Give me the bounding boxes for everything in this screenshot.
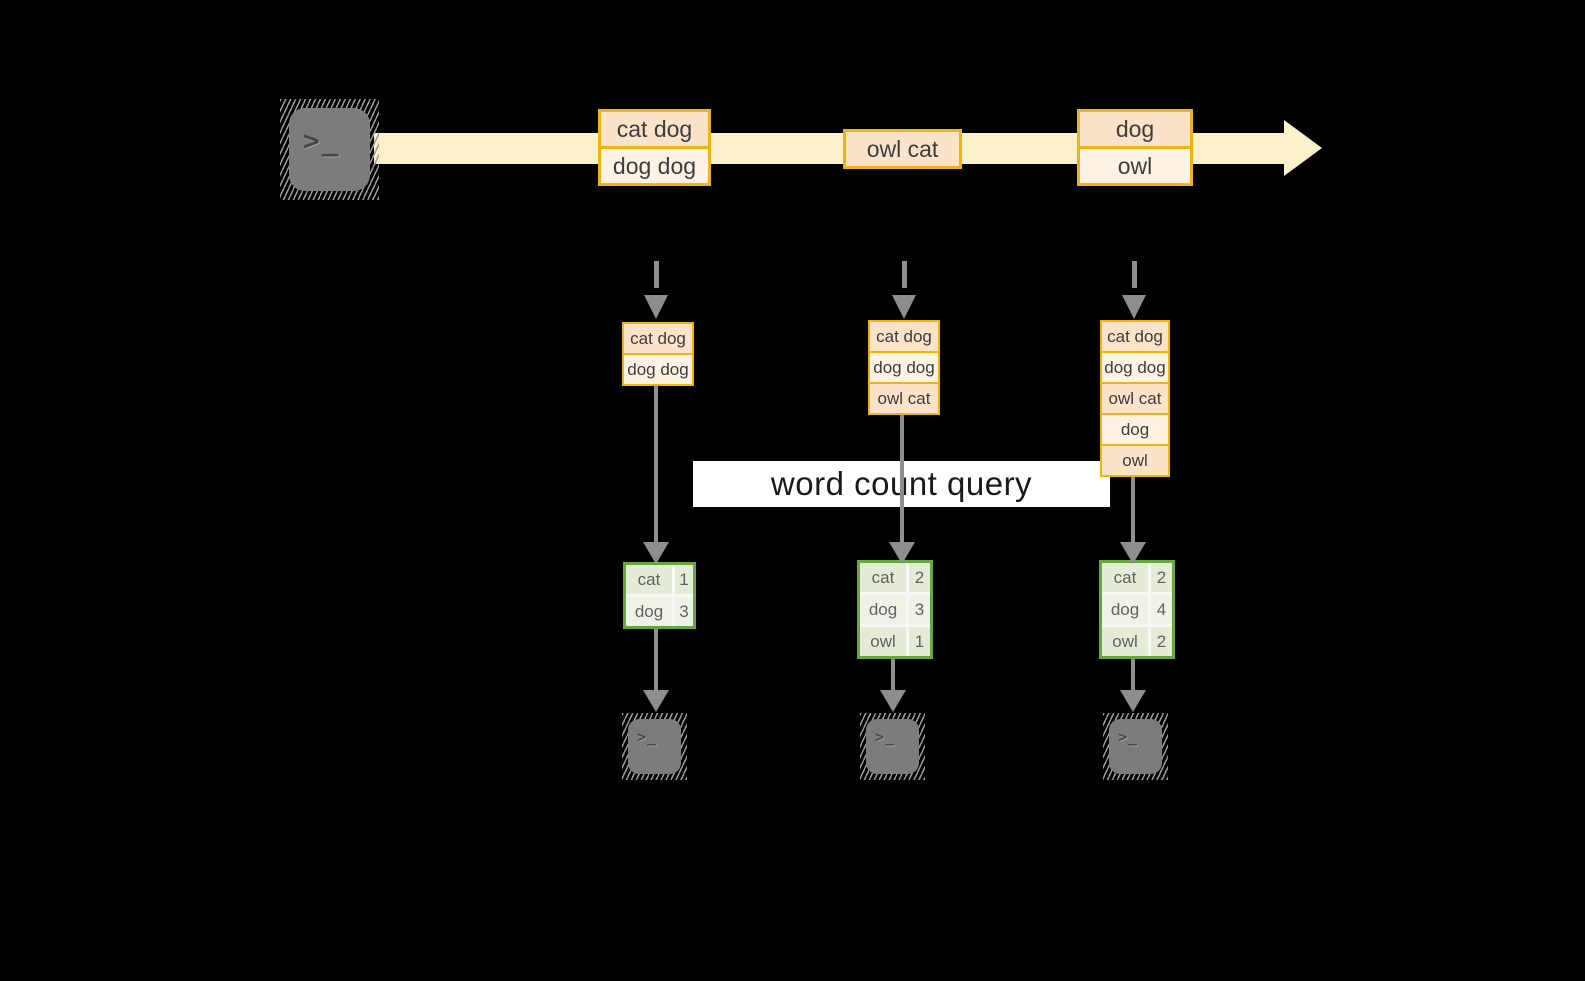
count-cell: 1 xyxy=(909,627,930,656)
down-arrowhead-icon xyxy=(1120,542,1146,564)
down-arrowhead-icon xyxy=(643,690,669,712)
word-cell: cat xyxy=(626,565,672,594)
down-arrow-icon xyxy=(1131,477,1135,542)
dashed-down-arrowhead-icon xyxy=(644,295,668,319)
stream-event-box: owl cat xyxy=(843,129,962,169)
down-arrowhead-icon xyxy=(1120,690,1146,712)
micro-batch-line: dog dog xyxy=(1102,351,1168,382)
word-cell: owl xyxy=(860,627,906,656)
word-count-table: cat 2 dog 4 owl 2 xyxy=(1099,560,1175,659)
micro-batch-line: owl cat xyxy=(1102,382,1168,413)
count-cell: 3 xyxy=(909,595,930,624)
stream-arrowhead-icon xyxy=(1284,120,1322,176)
word-cell: cat xyxy=(860,563,906,592)
micro-batch-line: owl xyxy=(1102,444,1168,475)
word-cell: dog xyxy=(860,595,906,624)
down-arrow-icon xyxy=(1131,659,1135,692)
output-terminal-icon: >_ xyxy=(1103,713,1168,780)
prompt-glyph: >_ xyxy=(637,728,658,746)
terminal-screen: >_ xyxy=(866,719,919,774)
word-cell: owl xyxy=(1102,627,1148,656)
stream-event-box: dog owl xyxy=(1077,109,1193,186)
stream-event-line: owl cat xyxy=(846,132,959,166)
dashed-down-arrowhead-icon xyxy=(892,295,916,319)
prompt-glyph: >_ xyxy=(875,728,896,746)
down-arrowhead-icon xyxy=(880,690,906,712)
count-cell: 2 xyxy=(909,563,930,592)
count-cell: 3 xyxy=(675,597,693,626)
micro-batch-box: cat dog dog dog xyxy=(622,322,694,386)
count-cell: 2 xyxy=(1151,563,1172,592)
down-arrowhead-icon xyxy=(643,542,669,564)
stream-event-line: dog xyxy=(1080,112,1190,146)
count-cell: 1 xyxy=(675,565,693,594)
dashed-down-arrowhead-icon xyxy=(1122,295,1146,319)
micro-batch-line: dog dog xyxy=(870,351,938,382)
word-cell: dog xyxy=(626,597,672,626)
micro-batch-line: cat dog xyxy=(1102,322,1168,351)
micro-batch-line: dog xyxy=(1102,413,1168,444)
stream-event-line: owl xyxy=(1080,146,1190,183)
count-cell: 2 xyxy=(1151,627,1172,656)
terminal-screen: >_ xyxy=(289,108,370,191)
dashed-down-arrow-icon xyxy=(1132,261,1137,288)
down-arrow-icon xyxy=(654,386,658,542)
count-cell: 4 xyxy=(1151,595,1172,624)
stream-event-line: dog dog xyxy=(601,146,708,183)
word-count-table: cat 1 dog 3 xyxy=(623,562,696,629)
down-arrow-icon xyxy=(891,659,895,692)
micro-batch-line: cat dog xyxy=(624,324,692,353)
word-cell: dog xyxy=(1102,595,1148,624)
down-arrowhead-icon xyxy=(889,542,915,564)
dashed-down-arrow-icon xyxy=(654,261,659,288)
stream-event-line: cat dog xyxy=(601,112,708,146)
prompt-glyph: >_ xyxy=(1118,728,1139,746)
micro-batch-box: cat dog dog dog owl cat dog owl xyxy=(1100,320,1170,477)
micro-batch-line: cat dog xyxy=(870,322,938,351)
word-cell: cat xyxy=(1102,563,1148,592)
micro-batch-line: owl cat xyxy=(870,382,938,413)
stream-event-box: cat dog dog dog xyxy=(598,109,711,186)
down-arrow-icon xyxy=(900,415,904,542)
terminal-screen: >_ xyxy=(628,719,681,774)
word-count-table: cat 2 dog 3 owl 1 xyxy=(857,560,933,659)
source-terminal-icon: >_ xyxy=(280,99,379,200)
output-terminal-icon: >_ xyxy=(860,713,925,780)
dashed-down-arrow-icon xyxy=(902,261,907,288)
output-terminal-icon: >_ xyxy=(622,713,687,780)
micro-batch-box: cat dog dog dog owl cat xyxy=(868,320,940,415)
down-arrow-icon xyxy=(654,629,658,692)
micro-batch-line: dog dog xyxy=(624,353,692,384)
terminal-screen: >_ xyxy=(1109,719,1162,774)
prompt-glyph: >_ xyxy=(303,124,341,157)
